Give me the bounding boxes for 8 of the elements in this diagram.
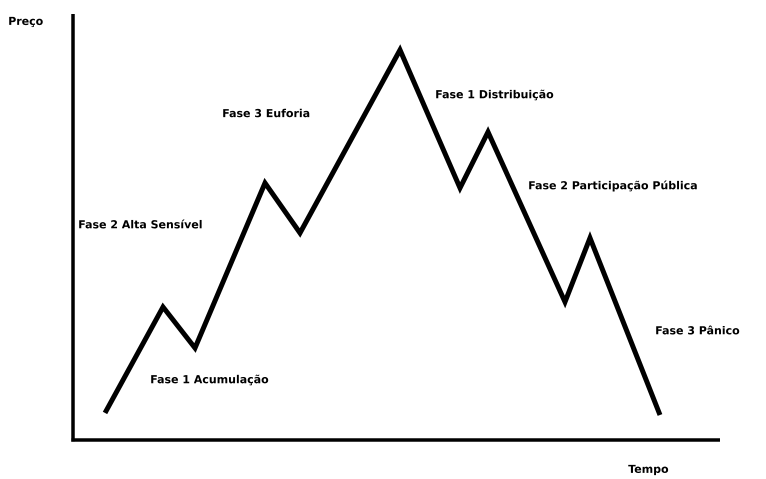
axis-label: Preço — [9, 16, 43, 28]
phase-label: Fase 3 Pânico — [656, 326, 740, 334]
phase-label: Fase 2 Alta Sensível — [79, 220, 202, 228]
phase-label: Fase 3 Euforia — [223, 108, 310, 118]
phase-label: Fase 2 Participação Pública — [529, 180, 697, 192]
axis-label: Tempo — [628, 464, 668, 476]
phase-label: Fase 1 Distribuição — [436, 90, 554, 100]
phase-label: Fase 1 Acumulação — [151, 374, 268, 386]
